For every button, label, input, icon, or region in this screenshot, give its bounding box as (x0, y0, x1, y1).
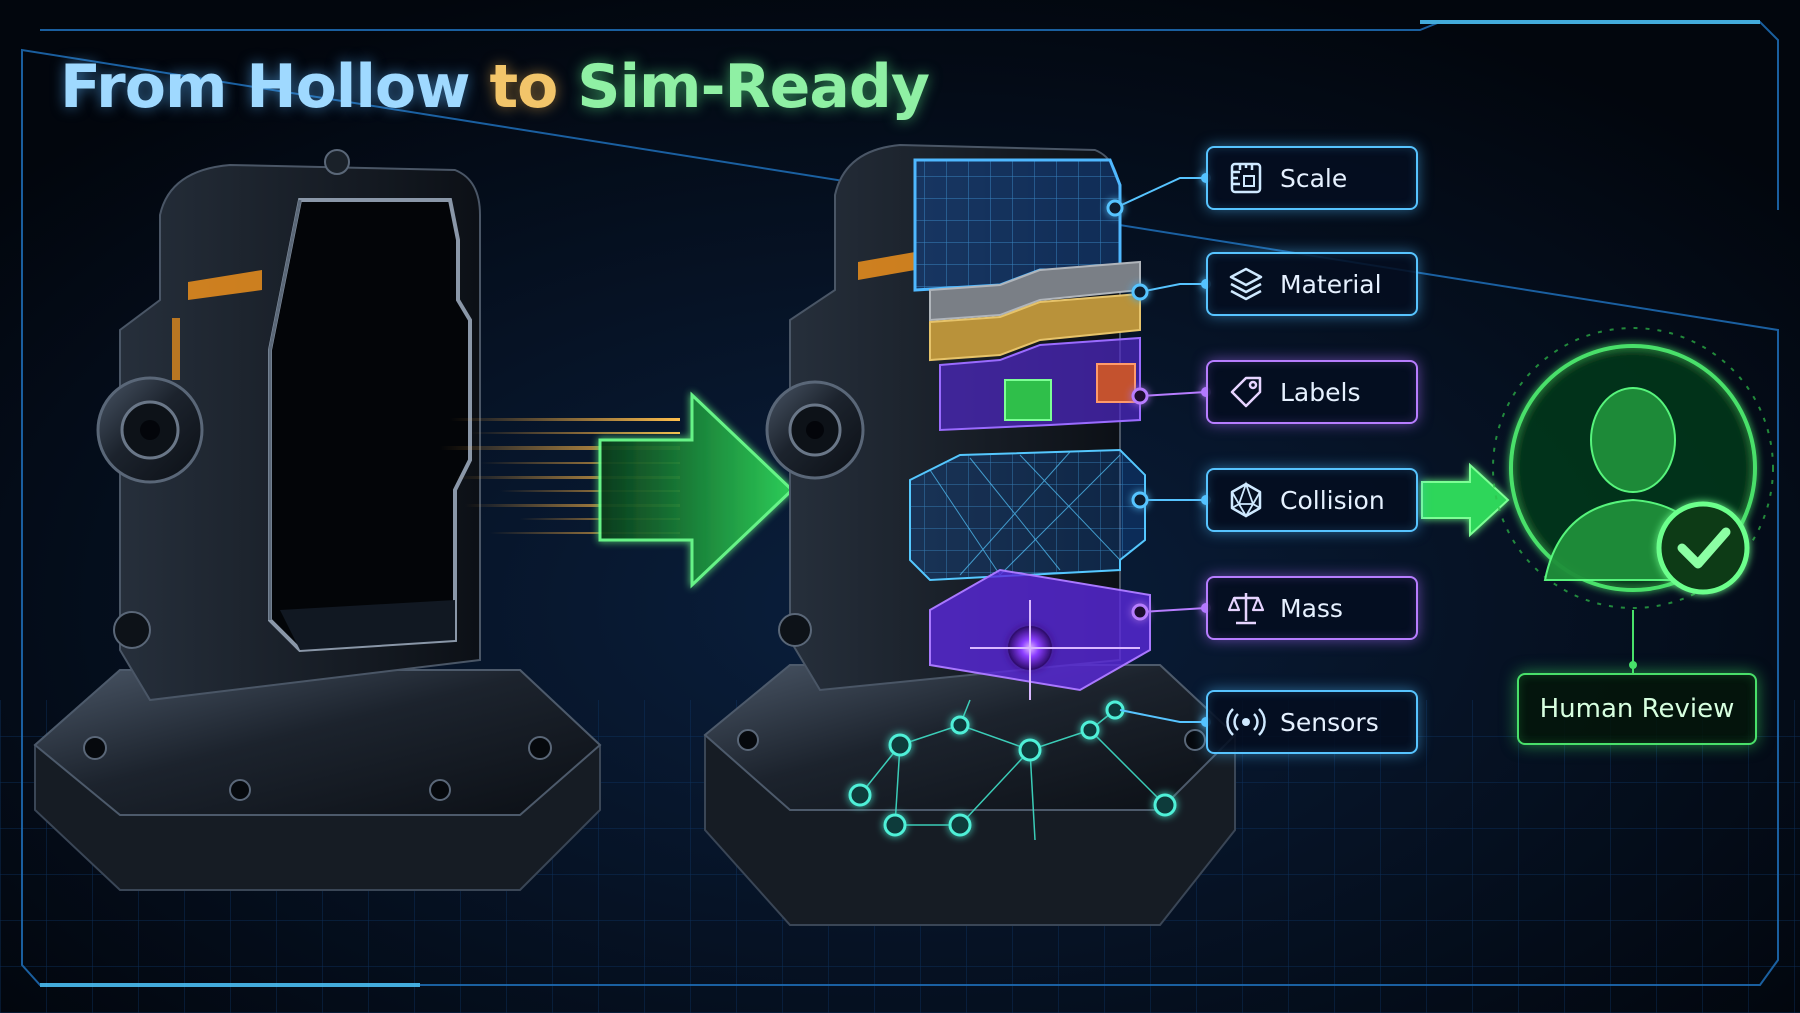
attribute-labels-label: Labels (1280, 377, 1361, 407)
layers-icon (1229, 267, 1263, 301)
attribute-mass-label: Mass (1280, 593, 1343, 623)
attribute-material-label: Material (1280, 269, 1382, 299)
attribute-scale-label: Scale (1280, 163, 1348, 193)
title-part-hollow: From Hollow (60, 52, 471, 122)
review-arrow (1421, 462, 1510, 538)
human-review-badge (1492, 327, 1774, 673)
attribute-material[interactable]: Material (1206, 252, 1418, 316)
sensor-nodes (848, 700, 1177, 837)
attribute-scale[interactable]: Scale (1206, 146, 1418, 210)
attribute-collision-label: Collision (1280, 485, 1385, 515)
page-title: From Hollow to Sim-Ready (60, 52, 930, 122)
attribute-sensors[interactable]: Sensors (1206, 690, 1418, 754)
hollow-housing (33, 149, 602, 891)
title-part-sim-ready: Sim-Ready (577, 52, 930, 122)
ruler-icon (1230, 162, 1262, 194)
human-review-button[interactable]: Human Review (1517, 673, 1757, 745)
hud-frame (21, 20, 1779, 987)
tag-icon (1230, 376, 1262, 408)
sensor-icon (1226, 708, 1266, 736)
balance-scale-icon (1227, 593, 1265, 625)
attribute-sensors-label: Sensors (1280, 707, 1379, 737)
polyhedron-icon (1230, 481, 1262, 518)
check-circle-icon (1656, 501, 1750, 595)
attribute-mass[interactable]: Mass (1206, 576, 1418, 640)
sim-ready-housing (703, 143, 1237, 926)
callout-connectors (1114, 177, 1207, 723)
attribute-labels[interactable]: Labels (1206, 360, 1418, 424)
title-part-to: to (489, 52, 558, 122)
transform-arrow (598, 391, 795, 589)
material-layer-gold (929, 292, 1141, 362)
attribute-collision[interactable]: Collision (1206, 468, 1418, 532)
human-review-label: Human Review (1539, 694, 1735, 724)
